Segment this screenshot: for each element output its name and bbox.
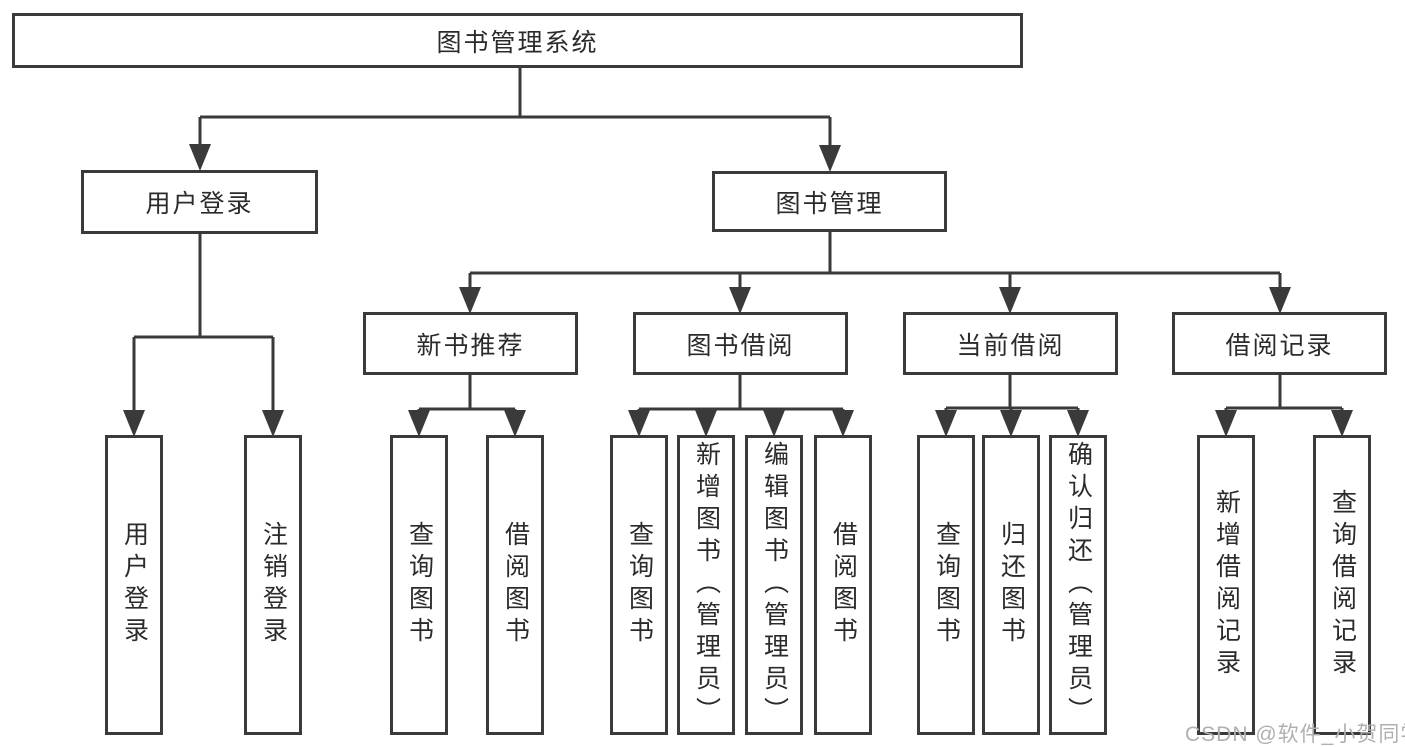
leaf-borrow-books-recommend: 借阅图书 — [486, 435, 544, 735]
leaf-return-book: 归还图书 — [982, 435, 1040, 735]
node-book-borrowing: 图书借阅 — [633, 312, 848, 375]
leaf-edit-book-admin: 编辑图书（管理员） — [745, 435, 803, 735]
leaf-query-books-current: 查询图书 — [917, 435, 975, 735]
csdn-watermark: CSDN @软件_小贺同学 — [1185, 723, 1405, 746]
leaf-borrow-books-borrowing: 借阅图书 — [814, 435, 872, 735]
leaf-query-borrow-record: 查询借阅记录 — [1313, 435, 1371, 735]
leaf-query-books-borrowing: 查询图书 — [610, 435, 668, 735]
node-root-system: 图书管理系统 — [12, 13, 1023, 68]
node-new-book-recommend: 新书推荐 — [363, 312, 578, 375]
leaf-query-books-recommend: 查询图书 — [390, 435, 448, 735]
node-current-borrowing: 当前借阅 — [903, 312, 1118, 375]
node-user-login: 用户登录 — [81, 170, 318, 234]
leaf-add-book-admin: 新增图书（管理员） — [677, 435, 735, 735]
node-book-management: 图书管理 — [712, 171, 947, 232]
leaf-logout: 注销登录 — [244, 435, 302, 735]
node-borrowing-records: 借阅记录 — [1172, 312, 1387, 375]
leaf-add-borrow-record: 新增借阅记录 — [1197, 435, 1255, 735]
leaf-confirm-return-admin: 确认归还（管理员） — [1049, 435, 1107, 735]
leaf-user-login: 用户登录 — [105, 435, 163, 735]
